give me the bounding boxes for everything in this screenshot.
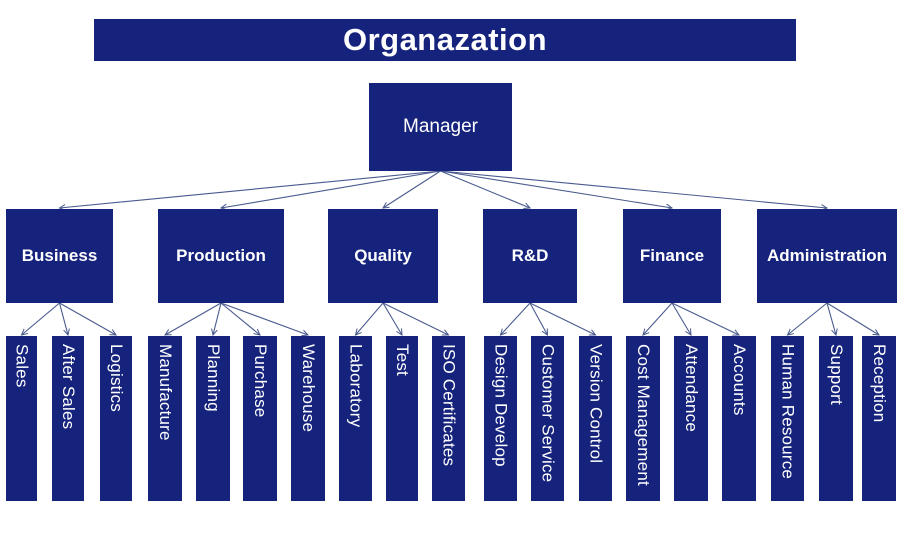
connector-dept-to-unit bbox=[59, 302, 117, 335]
unit-sales: Sales bbox=[6, 336, 37, 501]
connector-manager-to-dept bbox=[440, 170, 673, 208]
unit-reception: Reception bbox=[862, 336, 896, 501]
unit-support: Support bbox=[819, 336, 853, 501]
connector-manager-to-dept bbox=[60, 170, 441, 208]
connector-dept-to-unit bbox=[213, 302, 222, 335]
dept-business: Business bbox=[6, 209, 113, 303]
dept-rnd: R&D bbox=[483, 209, 577, 303]
unit-manufacture: Manufacture bbox=[148, 336, 182, 501]
unit-laboratory: Laboratory bbox=[339, 336, 372, 501]
manager-node: Manager bbox=[369, 83, 512, 171]
unit-iso-certificates: ISO Certificates bbox=[432, 336, 465, 501]
unit-test: Test bbox=[386, 336, 418, 501]
unit-customer-service: Customer Service bbox=[531, 336, 564, 501]
connector-dept-to-unit bbox=[220, 302, 308, 335]
unit-attendance: Attendance bbox=[674, 336, 708, 501]
dept-quality: Quality bbox=[328, 209, 438, 303]
unit-human-resource: Human Resource bbox=[771, 336, 804, 501]
connector-dept-to-unit bbox=[826, 302, 879, 335]
unit-after-sales: After Sales bbox=[52, 336, 84, 501]
unit-planning: Planning bbox=[196, 336, 230, 501]
connector-manager-to-dept bbox=[440, 170, 828, 208]
unit-cost-management: Cost Management bbox=[626, 336, 660, 501]
connector-manager-to-dept bbox=[440, 170, 531, 208]
connector-dept-to-unit bbox=[529, 302, 596, 335]
unit-purchase: Purchase bbox=[243, 336, 277, 501]
unit-accounts: Accounts bbox=[722, 336, 756, 501]
connector-dept-to-unit bbox=[22, 302, 60, 335]
connector-dept-to-unit bbox=[58, 302, 69, 335]
connector-dept-to-unit bbox=[382, 302, 402, 335]
connector-dept-to-unit bbox=[501, 302, 531, 335]
connector-dept-to-unit bbox=[529, 302, 548, 335]
connector-dept-to-unit bbox=[220, 302, 260, 335]
connector-dept-to-unit bbox=[671, 302, 739, 335]
connector-dept-to-unit bbox=[826, 302, 836, 335]
unit-design-develop: Design Develop bbox=[484, 336, 517, 501]
connector-dept-to-unit bbox=[356, 302, 384, 335]
connector-manager-to-dept bbox=[383, 170, 441, 208]
connector-dept-to-unit bbox=[788, 302, 828, 335]
unit-warehouse: Warehouse bbox=[291, 336, 325, 501]
unit-version-control: Version Control bbox=[579, 336, 612, 501]
connector-dept-to-unit bbox=[671, 302, 691, 335]
connector-manager-to-dept bbox=[221, 170, 441, 208]
dept-production: Production bbox=[158, 209, 284, 303]
dept-finance: Finance bbox=[623, 209, 721, 303]
connector-dept-to-unit bbox=[382, 302, 449, 335]
connector-dept-to-unit bbox=[165, 302, 222, 335]
dept-administration: Administration bbox=[757, 209, 897, 303]
connector-dept-to-unit bbox=[643, 302, 673, 335]
unit-logistics: Logistics bbox=[100, 336, 132, 501]
chart-title: Organazation bbox=[94, 19, 796, 61]
